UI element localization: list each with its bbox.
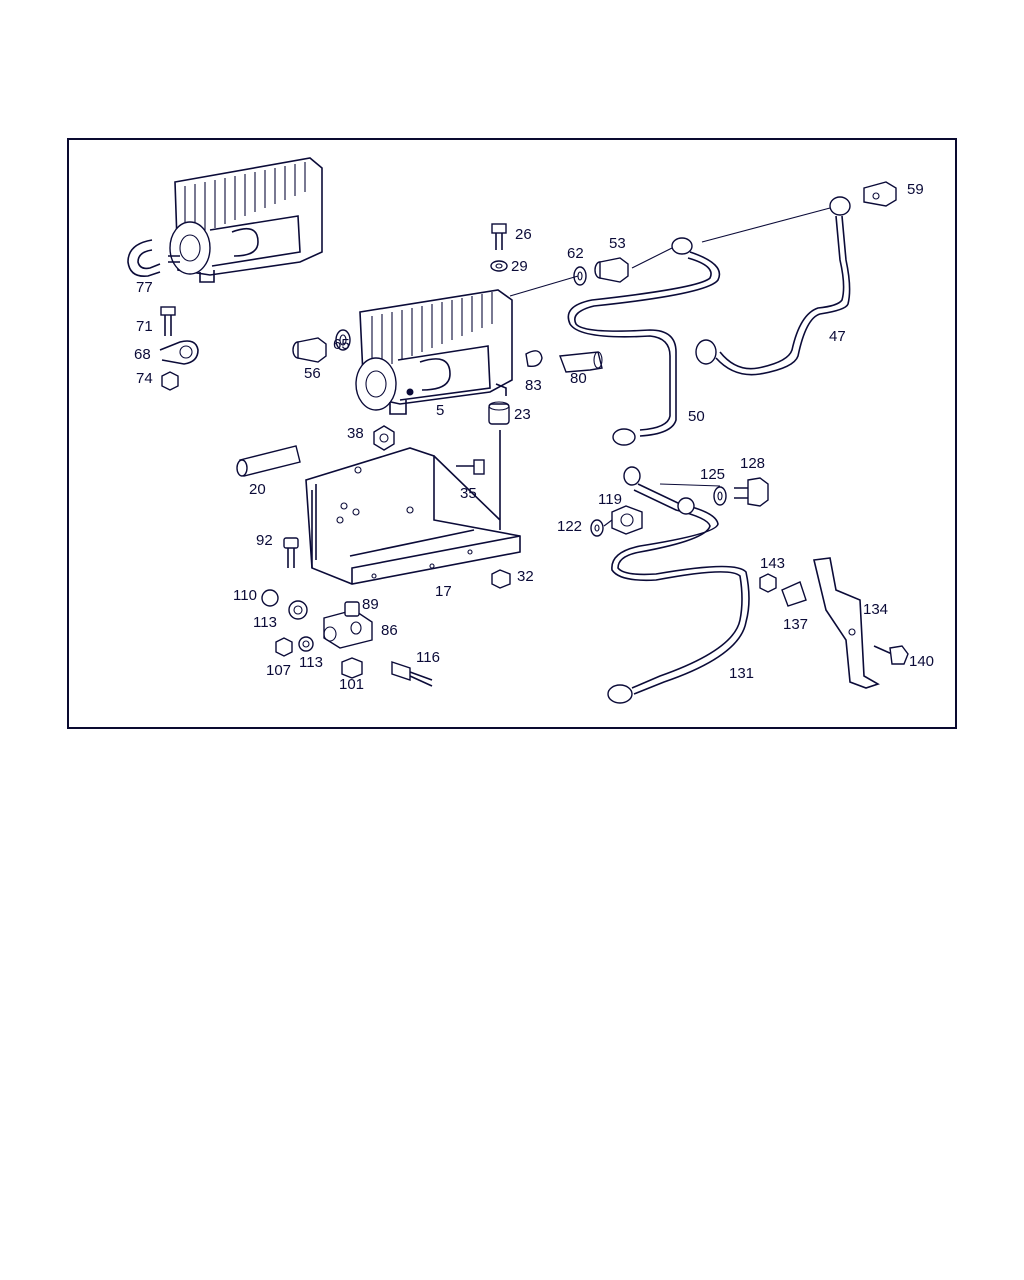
pipe-47-drawing [695, 196, 851, 376]
callout-125: 125 [700, 466, 725, 483]
callout-29: 29 [511, 258, 528, 275]
sleeve-20-drawing [236, 445, 301, 477]
bracket-134-drawing [813, 557, 880, 689]
washer-125-drawing [713, 486, 727, 506]
nut-74-drawing [161, 371, 179, 391]
clip-137-drawing [781, 581, 807, 607]
callout-5: 5 [436, 402, 444, 419]
sensor-116-drawing [391, 661, 433, 687]
assembly-lines [509, 207, 831, 527]
pipe-50-drawing [567, 237, 721, 446]
nut-38-drawing [373, 425, 395, 451]
callout-92: 92 [256, 532, 273, 549]
callout-50: 50 [688, 408, 705, 425]
callout-113: 113 [299, 654, 323, 671]
nut-119-drawing [611, 505, 643, 535]
callout-101: 101 [339, 676, 364, 693]
callout-83: 83 [525, 377, 542, 394]
callout-38: 38 [347, 425, 364, 442]
callout-20: 20 [249, 481, 266, 498]
callout-134: 134 [863, 601, 888, 618]
bolt-140-drawing [873, 645, 909, 665]
callout-77: 77 [136, 279, 153, 296]
nut-143-drawing [759, 573, 777, 593]
cap-89-drawing [344, 601, 360, 617]
washer-65-drawing [335, 329, 351, 351]
washer-113-a-drawing [288, 600, 308, 620]
bolt-26-drawing [491, 223, 507, 250]
callout-35: 35 [460, 485, 477, 502]
washer-62-drawing [573, 266, 587, 286]
washer-29-drawing [490, 260, 508, 272]
callout-47: 47 [829, 328, 846, 345]
callout-53: 53 [609, 235, 626, 252]
callout-labels: 77 71 68 74 65 56 5 26 29 62 53 59 47 83 80 23 50 38 20 35 1… [134, 181, 934, 693]
callout-74: 74 [136, 370, 153, 387]
fitting-56-drawing [292, 337, 327, 363]
callout-32: 32 [517, 568, 534, 585]
callout-86: 86 [381, 622, 398, 639]
callout-140: 140 [909, 653, 934, 670]
callout-65: 65 [333, 336, 350, 353]
nut-101-drawing [341, 657, 363, 679]
bolt-35-drawing [456, 459, 485, 475]
callout-119: 119 [598, 491, 622, 508]
callout-131: 131 [729, 665, 754, 682]
nut-32-drawing [491, 569, 511, 589]
compressor-5-drawing [355, 289, 513, 415]
clamp-68-drawing [159, 340, 199, 365]
callout-116: 116 [416, 649, 440, 666]
callout-80: 80 [570, 370, 587, 387]
callout-110: 110 [233, 587, 257, 604]
callout-122: 122 [557, 518, 582, 535]
fitting-53-drawing [594, 257, 629, 283]
callout-59: 59 [907, 181, 924, 198]
callout-68: 68 [134, 346, 151, 363]
bolt-92-drawing [283, 537, 299, 568]
callout-107: 107 [266, 662, 291, 679]
compressor-77-drawing [127, 157, 323, 283]
callout-56: 56 [304, 365, 321, 382]
callout-113: 113 [253, 614, 277, 631]
callout-137: 137 [783, 616, 808, 633]
clip-83-drawing [525, 350, 543, 368]
banjo-bolt-59-drawing [863, 181, 897, 207]
callout-89: 89 [362, 596, 379, 613]
plug-110-drawing [261, 589, 279, 607]
callout-143: 143 [760, 555, 785, 572]
callout-128: 128 [740, 455, 765, 472]
bolt-128-drawing [734, 477, 769, 507]
washer-113-b-drawing [298, 636, 314, 652]
pipe-131-drawing [607, 466, 750, 704]
callout-26: 26 [515, 226, 532, 243]
callout-62: 62 [567, 245, 584, 262]
hose-80-drawing [559, 351, 603, 373]
callout-17: 17 [435, 583, 452, 600]
callout-71: 71 [136, 318, 153, 335]
diagram-frame [67, 138, 957, 729]
callout-23: 23 [514, 406, 531, 423]
plug-107-drawing [275, 637, 293, 657]
bolt-71-drawing [160, 306, 176, 336]
washer-122-drawing [590, 519, 604, 537]
spacer-23-drawing [488, 401, 510, 425]
bracket-17-drawing [305, 430, 521, 585]
